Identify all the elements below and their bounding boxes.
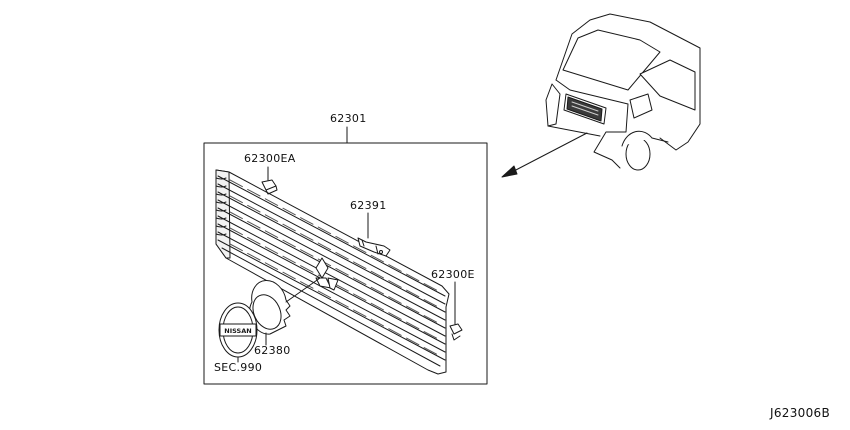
- clip-lower: [449, 281, 463, 341]
- grille-emblem-mount: [315, 257, 339, 291]
- assembly-frame: [203, 142, 488, 385]
- label-62391: 62391: [350, 199, 387, 212]
- nissan-emblem: NISSAN: [218, 302, 258, 363]
- label-62300e: 62300E: [431, 268, 475, 281]
- bracket: [357, 212, 391, 257]
- vehicle-sketch: [545, 13, 701, 171]
- label-sec-990: SEC.990: [214, 361, 263, 374]
- label-62380: 62380: [254, 344, 291, 357]
- drawing-code: J623006B: [770, 406, 830, 420]
- direction-arrow: [501, 132, 588, 178]
- emblem-lettering: NISSAN: [224, 327, 251, 335]
- label-62300ea: 62300EA: [244, 152, 296, 165]
- label-62301: 62301: [330, 112, 367, 125]
- clip-upper: [261, 166, 278, 195]
